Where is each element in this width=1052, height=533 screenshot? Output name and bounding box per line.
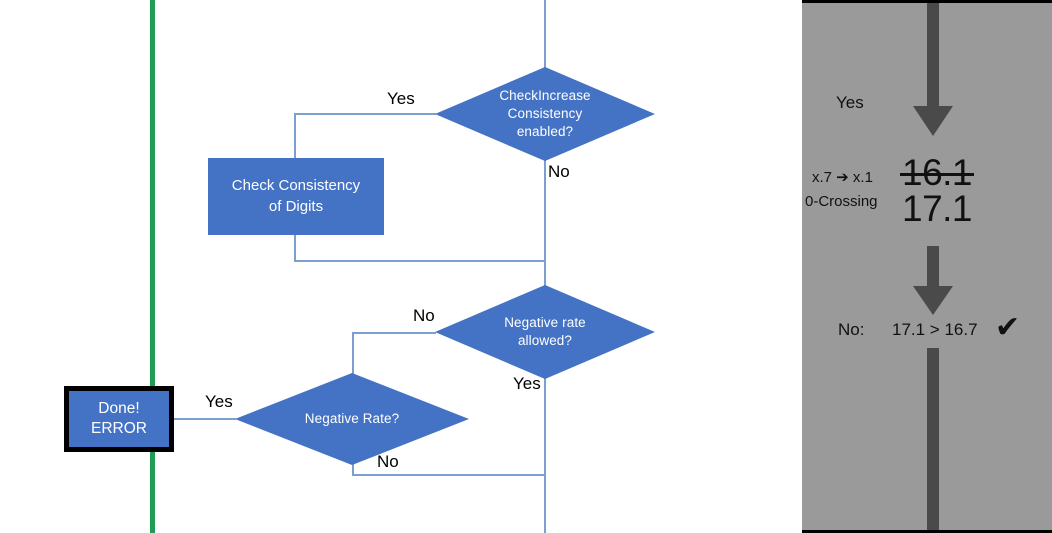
panel-result-expression: 17.1 > 16.7 [892, 320, 978, 339]
terminator-done-error[interactable]: Done! ERROR [64, 386, 174, 452]
connector-neg-allowed-no-horizontal [352, 332, 436, 334]
process-label: Check Consistency of Digits [232, 176, 360, 217]
panel-result-check-icon: ✔ [995, 311, 1021, 344]
connector-neg-rate-no-horizontal [352, 474, 545, 476]
connector-neg-rate-yes [174, 418, 236, 420]
branch-label-consistency-no: No [548, 162, 570, 181]
connector-spine-top [544, 0, 546, 88]
branch-label-neg-allowed-yes: Yes [513, 374, 541, 393]
process-label-line: of Digits [268, 197, 324, 215]
panel-value-struck: 16.1 [899, 152, 975, 193]
terminator-label-line: ERROR [91, 420, 147, 437]
process-label-line: Check Consistency [231, 177, 361, 195]
diamond-shape [435, 67, 655, 161]
decision-negative-rate-allowed[interactable]: Negative rate allowed? [435, 285, 655, 379]
decision-check-increase-consistency[interactable]: CheckIncrease Consistency enabled? [435, 67, 655, 161]
connector-neg-allowed-no-vertical [352, 332, 354, 376]
connector-spine-mid [544, 148, 546, 296]
branch-label-neg-rate-no: No [377, 452, 399, 471]
green-marker-line [150, 0, 155, 533]
connector-spine-bottom [544, 475, 546, 533]
connector-spine-lower [544, 356, 546, 476]
decision-negative-rate[interactable]: Negative Rate? [235, 373, 469, 465]
connector-consistency-rejoin [294, 260, 545, 262]
diamond-shape [235, 373, 469, 465]
down-arrow-bottom-icon [913, 246, 953, 315]
connector-neg-rate-no-vertical [352, 460, 354, 475]
terminator-label-line: Done! [98, 399, 140, 417]
connector-consistency-yes-horizontal [294, 113, 436, 115]
panel-yes-label: Yes [836, 93, 864, 112]
panel-result-prefix: No: [838, 320, 865, 339]
process-check-consistency-of-digits[interactable]: Check Consistency of Digits [208, 158, 384, 235]
panel-tail-bar [927, 348, 939, 530]
panel-value-current: 17.1 [902, 188, 973, 229]
terminator-label: Done! ERROR [91, 399, 147, 440]
branch-label-neg-rate-yes: Yes [205, 392, 233, 411]
diamond-shape [435, 285, 655, 379]
panel-note-line-1: x.7 ➔ x.1 [812, 169, 873, 186]
annotation-panel: Yes x.7 ➔ x.1 0-Crossing 16.1 17.1 No: 1… [802, 0, 1052, 533]
down-arrow-top-icon [913, 3, 953, 136]
branch-label-consistency-yes: Yes [387, 89, 415, 108]
panel-note-line-2: 0-Crossing [805, 193, 878, 210]
branch-label-neg-allowed-no: No [413, 306, 435, 325]
